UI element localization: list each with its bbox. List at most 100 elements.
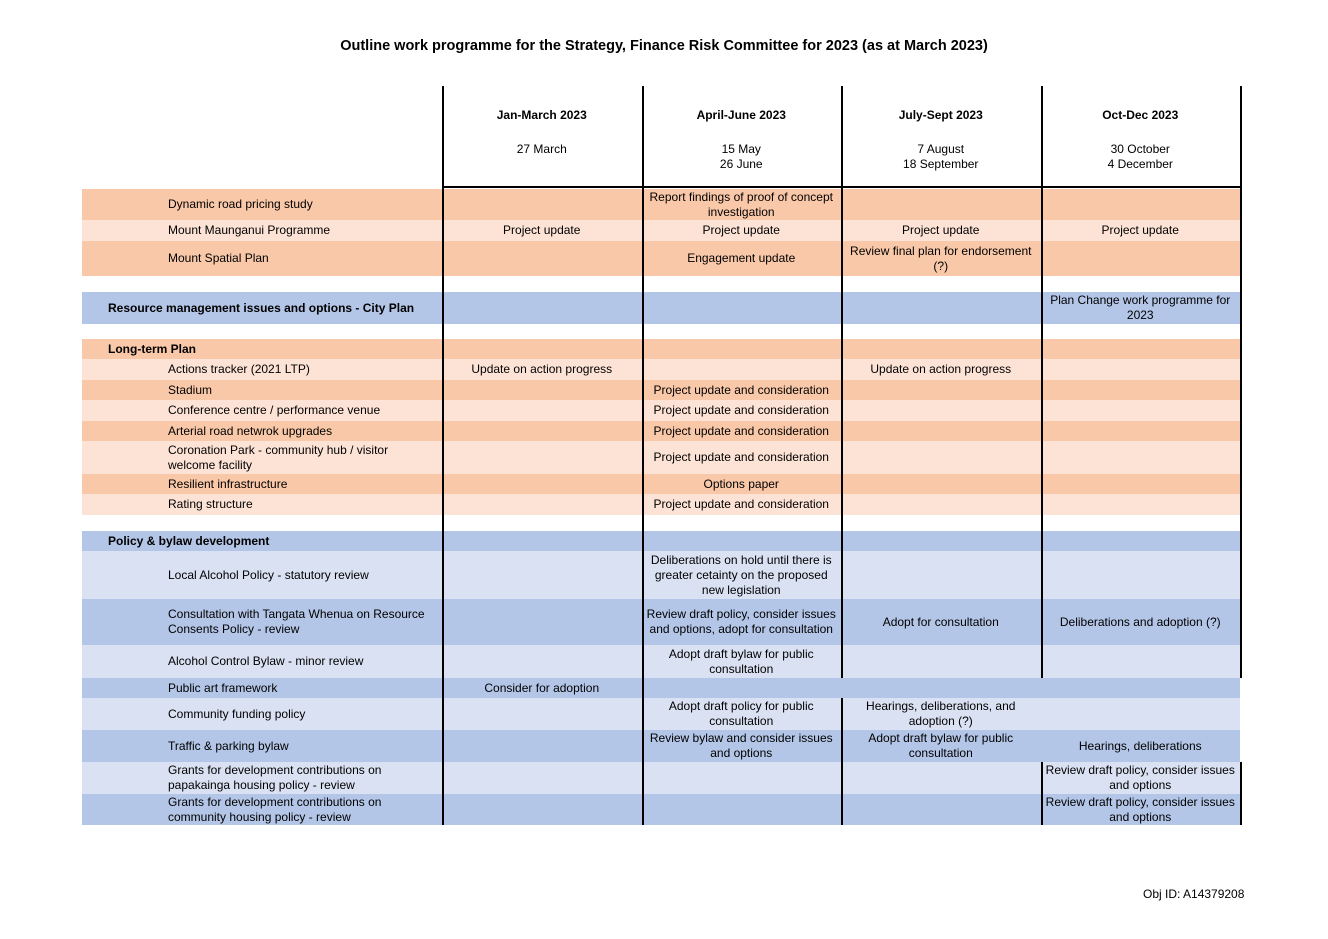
schedule-cell xyxy=(442,400,642,421)
row-label: Resource management issues and options -… xyxy=(108,300,415,315)
table-row: Resource management issues and options -… xyxy=(82,292,1240,324)
schedule-cell xyxy=(1041,678,1241,698)
row-label: Arterial road netwrok upgrades xyxy=(168,423,333,438)
table-row: Grants for development contributions on … xyxy=(82,762,1240,794)
schedule-cell xyxy=(642,292,842,324)
row-label: Mount Spatial Plan xyxy=(168,251,269,265)
table-row: Conference centre / performance venue Pro… xyxy=(82,400,1240,421)
row-label: Public art framework xyxy=(168,680,278,695)
schedule-cell: Review draft policy, consider issues and… xyxy=(1045,794,1235,824)
schedule-cell xyxy=(442,551,642,599)
column-divider xyxy=(442,86,444,825)
schedule-cell xyxy=(841,762,1041,794)
schedule-cell: Project update and consideration xyxy=(653,382,829,397)
schedule-cell: Project update xyxy=(902,223,980,237)
schedule-cell xyxy=(1041,359,1241,380)
schedule-cell xyxy=(642,794,842,825)
schedule-cell: Options paper xyxy=(703,476,779,491)
schedule-cell: Update on action progress xyxy=(471,362,613,376)
schedule-cell xyxy=(1041,421,1241,441)
schedule-cell: Project update xyxy=(702,223,780,237)
schedule-cell xyxy=(1041,400,1241,421)
schedule-cell xyxy=(1041,339,1241,359)
row-label: Conference centre / performance venue xyxy=(168,403,381,417)
schedule-cell xyxy=(442,794,642,825)
column-phase: April-June 2023 xyxy=(696,108,786,122)
schedule-cell xyxy=(642,339,842,359)
schedule-cell xyxy=(642,359,842,380)
schedule-cell xyxy=(442,474,642,494)
row-label: Actions tracker (2021 LTP) xyxy=(168,362,310,376)
schedule-cell: Adopt draft policy for public consultati… xyxy=(668,699,814,728)
schedule-cell xyxy=(442,189,642,220)
schedule-cell xyxy=(841,551,1041,599)
schedule-cell xyxy=(442,380,642,400)
table-row: Dynamic road pricing study Report finding… xyxy=(82,189,1240,220)
schedule-cell: Adopt draft bylaw for public consultatio… xyxy=(668,646,814,676)
table-row: Coronation Park - community hub / visito… xyxy=(82,441,1240,474)
row-label: Long-term Plan xyxy=(108,341,197,356)
table-row: Mount Maunganui Programme Project update P… xyxy=(82,220,1240,241)
schedule-cell xyxy=(442,292,642,324)
schedule-cell: Review final plan for endorsement (?) xyxy=(850,243,1032,273)
schedule-cell xyxy=(1041,241,1241,276)
row-label: Stadium xyxy=(168,382,213,397)
schedule-cell xyxy=(841,474,1041,494)
row-label: Grants for development contributions on … xyxy=(168,794,382,824)
column-meeting-dates: 7 August 18 September xyxy=(903,142,979,171)
schedule-cell: Update on action progress xyxy=(870,362,1012,376)
column-divider xyxy=(1041,86,1043,678)
column-divider xyxy=(841,86,843,678)
row-label: Mount Maunganui Programme xyxy=(168,223,331,237)
row-label: Local Alcohol Policy - statutory review xyxy=(168,567,369,582)
schedule-cell: Report findings of proof of concept inve… xyxy=(649,189,833,219)
row-label: Policy & bylaw development xyxy=(108,533,270,548)
schedule-cell xyxy=(1041,531,1241,551)
schedule-cell: Project update and consideration xyxy=(653,450,829,464)
schedule-cell xyxy=(841,678,1041,698)
schedule-cell: Hearings, deliberations xyxy=(1078,738,1202,753)
schedule-cell xyxy=(841,400,1041,421)
schedule-cell xyxy=(841,189,1041,220)
row-label: Resilient infrastructure xyxy=(168,476,288,491)
column-divider xyxy=(1041,762,1043,825)
row-label: Dynamic road pricing study xyxy=(168,197,313,211)
schedule-cell: Review bylaw and consider issues and opt… xyxy=(649,731,833,760)
column-divider xyxy=(1240,86,1242,678)
schedule-cell xyxy=(841,794,1041,825)
schedule-cell xyxy=(1041,189,1241,220)
schedule-cell: Project update and consideration xyxy=(653,403,829,417)
schedule-cell xyxy=(841,494,1041,515)
schedule-cell xyxy=(841,645,1041,678)
column-phase: Jan-March 2023 xyxy=(496,108,587,122)
schedule-cell xyxy=(1041,551,1241,599)
schedule-cell xyxy=(1041,380,1241,400)
table-row: Long-term Plan xyxy=(82,339,1240,359)
table-row: Public art framework Consider for adoptio… xyxy=(82,678,1240,698)
schedule-cell: Project update xyxy=(1101,223,1179,237)
table-row: Grants for development contributions on … xyxy=(82,794,1240,825)
schedule-cell xyxy=(841,531,1041,551)
schedule-cell xyxy=(442,645,642,678)
schedule-cell xyxy=(1041,474,1241,494)
column-divider xyxy=(1240,762,1242,825)
column-meeting-dates: 30 October 4 December xyxy=(1107,142,1173,171)
schedule-cell xyxy=(642,531,842,551)
page-title: Outline work programme for the Strategy,… xyxy=(340,38,988,54)
schedule-cell xyxy=(442,698,642,730)
schedule-cell xyxy=(442,241,642,276)
schedule-cell xyxy=(841,441,1041,474)
column-divider xyxy=(841,698,843,825)
schedule-cell: Review draft policy, consider issues and… xyxy=(646,607,836,636)
schedule-cell: Consider for adoption xyxy=(484,680,600,695)
header-underline xyxy=(442,186,1241,188)
schedule-cell xyxy=(841,292,1041,324)
